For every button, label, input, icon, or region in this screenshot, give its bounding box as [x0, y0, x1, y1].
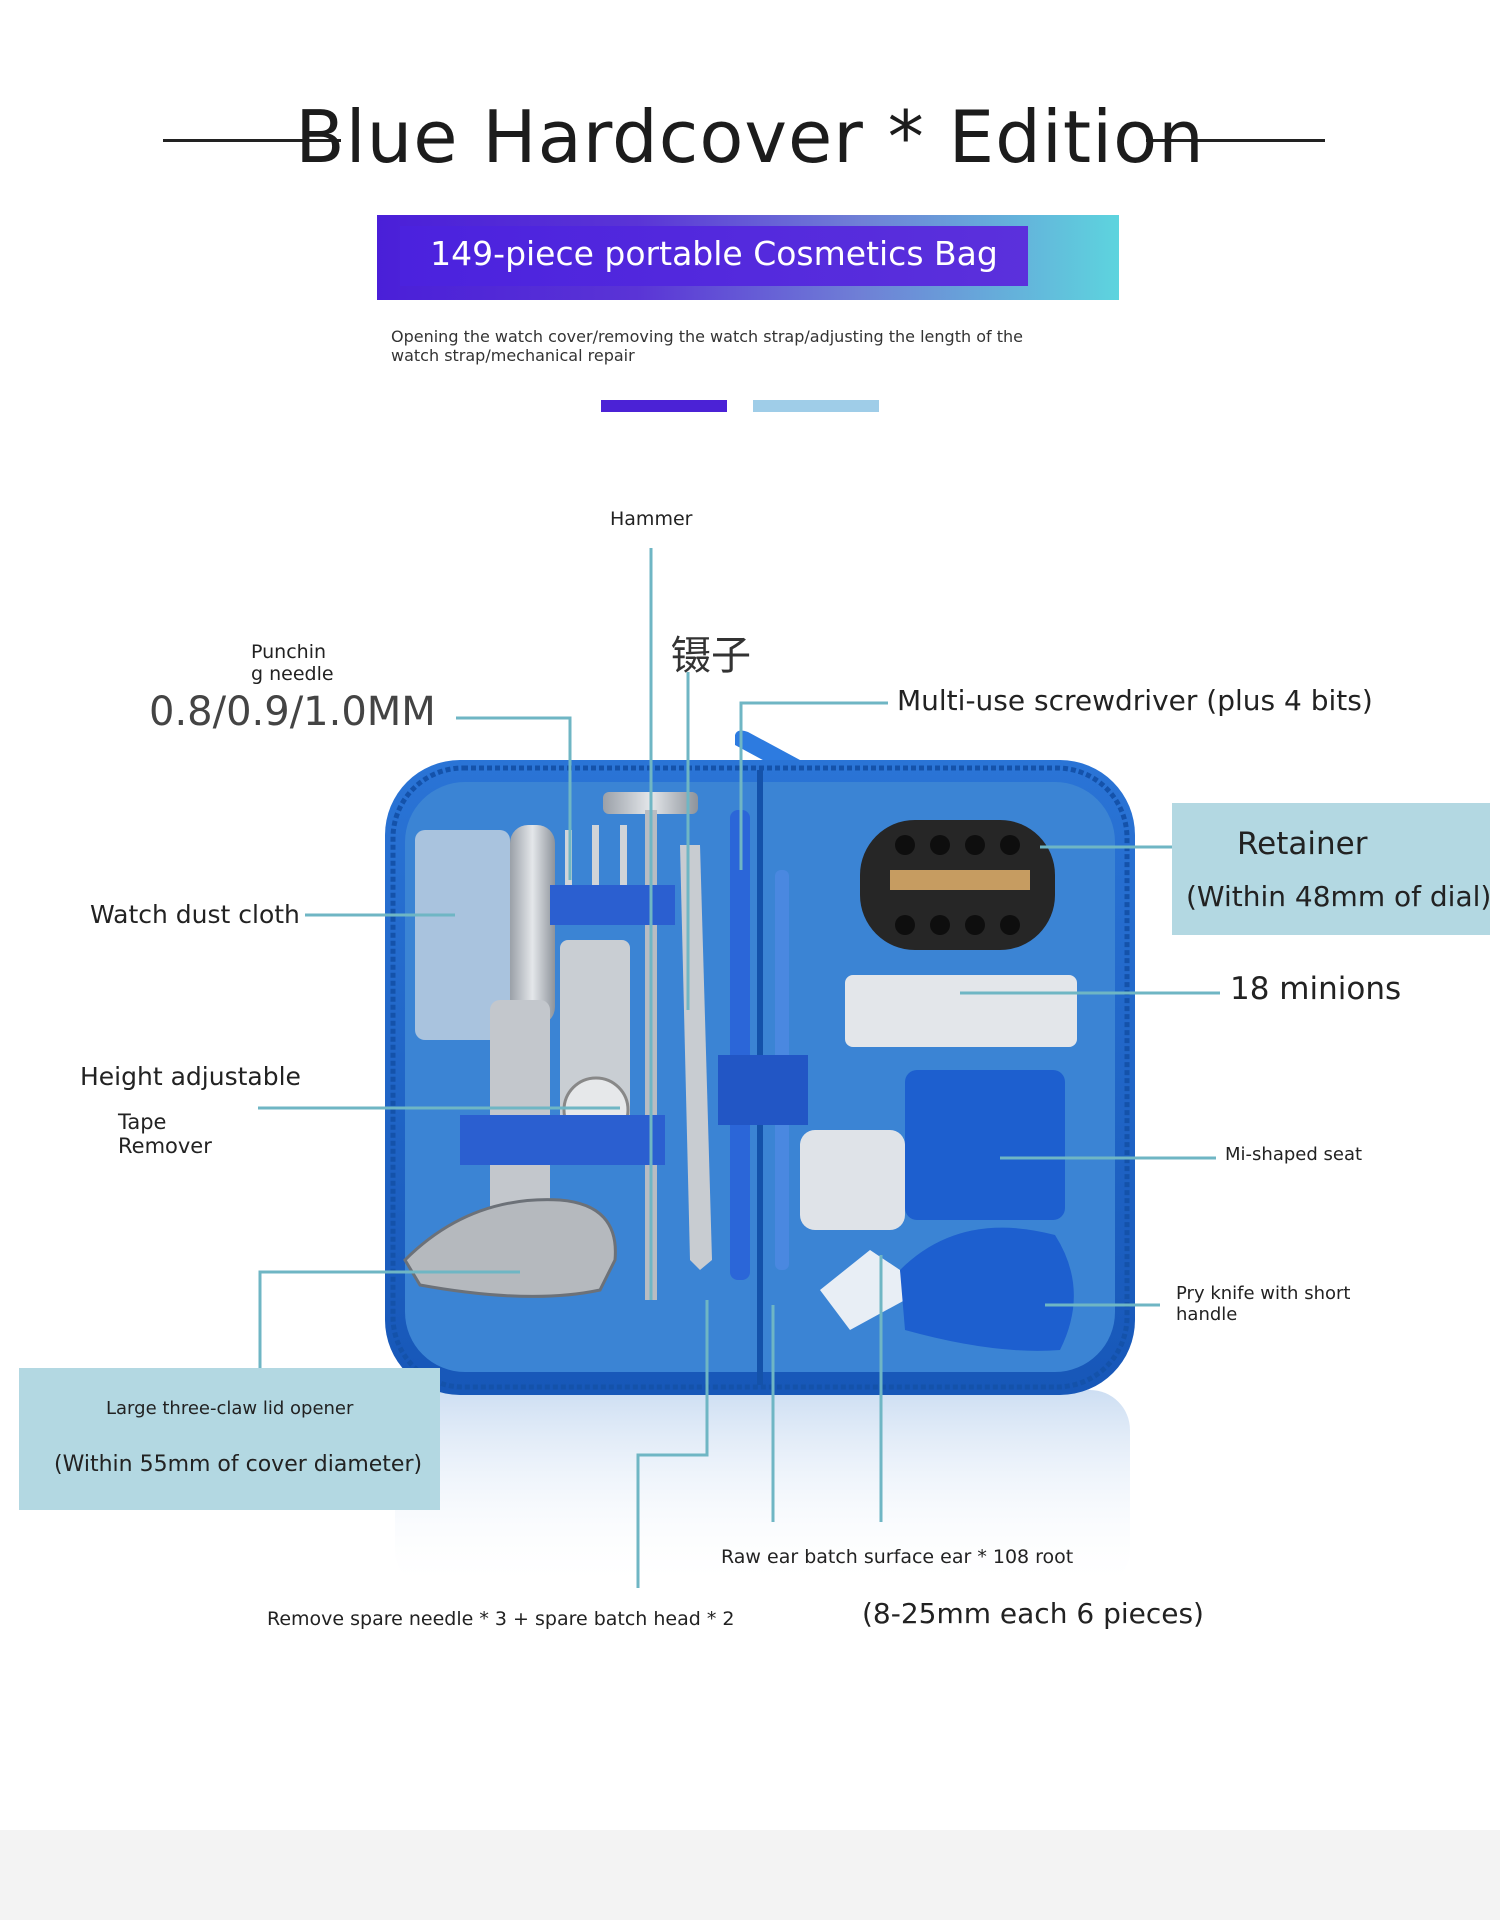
dust-cloth — [415, 830, 510, 1040]
retainer-holes — [895, 835, 1020, 935]
label-tape-remover-line1: Tape — [118, 1110, 167, 1134]
accent-bar-light-blue — [753, 400, 879, 412]
case-reflection — [395, 1390, 1130, 1590]
leader-spare-needle — [636, 1300, 709, 1588]
pry-knife-handle — [900, 1227, 1074, 1351]
label-pry-knife-line2: handle — [1176, 1304, 1238, 1325]
label-mi-shaped-seat: Mi-shaped seat — [1225, 1144, 1363, 1165]
retainer-callout-box — [1172, 803, 1490, 935]
label-hammer: Hammer — [610, 508, 693, 530]
pin-tool-body — [510, 825, 555, 1025]
needle-2 — [592, 825, 599, 890]
label-punching-needle-line1: Punchin — [251, 641, 327, 663]
label-claw-opener: Large three-claw lid opener — [106, 1398, 354, 1419]
label-height-adjustable: Height adjustable — [80, 1062, 301, 1091]
label-tape-remover-line2: Remover — [118, 1134, 212, 1158]
mi-shaped-seat-shape — [905, 1070, 1065, 1220]
label-raw-ear-note: (8-25mm each 6 pieces) — [862, 1597, 1204, 1630]
screw-box — [845, 975, 1077, 1047]
label-punching-needle-line2: g needle — [251, 663, 334, 685]
label-claw-opener-note: (Within 55mm of cover diameter) — [54, 1452, 423, 1477]
label-spare-needle: Remove spare needle * 3 + spare batch he… — [267, 1608, 735, 1630]
accent-bar-purple — [601, 400, 727, 412]
banner-inner — [400, 226, 1028, 286]
retainer-spring — [890, 870, 1030, 890]
label-dust-cloth: Watch dust cloth — [90, 900, 300, 929]
label-screwdriver: Multi-use screwdriver (plus 4 bits) — [897, 684, 1373, 717]
page-title: Blue Hardcover * Edition — [295, 95, 1205, 179]
elastic-strap-top — [550, 885, 675, 925]
footer-band — [0, 1830, 1500, 1920]
label-retainer-note: (Within 48mm of dial) — [1186, 880, 1492, 913]
leader-screwdriver — [739, 701, 888, 870]
leader-lines — [258, 548, 1220, 1588]
label-punching-needle-sizes: 0.8/0.9/1.0MM — [149, 689, 436, 735]
needle-3 — [620, 825, 627, 890]
case-zipper — [390, 765, 1130, 1390]
pin-box — [800, 1130, 905, 1230]
label-raw-ear: Raw ear batch surface ear * 108 root — [721, 1546, 1074, 1568]
subtitle: Opening the watch cover/removing the wat… — [391, 327, 1023, 365]
label-minions: 18 minions — [1230, 971, 1402, 1007]
claw-opener-callout-box — [19, 1368, 440, 1510]
screwdriver-1 — [730, 810, 750, 1280]
title-rule-left — [163, 139, 341, 142]
leader-claw-opener — [258, 1270, 520, 1368]
elastic-strap-mid — [460, 1115, 665, 1165]
label-tweezers: 镊子 — [671, 633, 751, 679]
leader-punching-needle — [456, 716, 572, 880]
pry-knife-shape — [820, 1250, 905, 1330]
title-rule-right — [1146, 139, 1325, 142]
banner-label: 149-piece portable Cosmetics Bag — [430, 234, 998, 273]
label-retainer: Retainer — [1237, 826, 1368, 862]
label-pry-knife-line1: Pry knife with short — [1176, 1283, 1351, 1304]
screwdriver-strap — [718, 1055, 808, 1125]
